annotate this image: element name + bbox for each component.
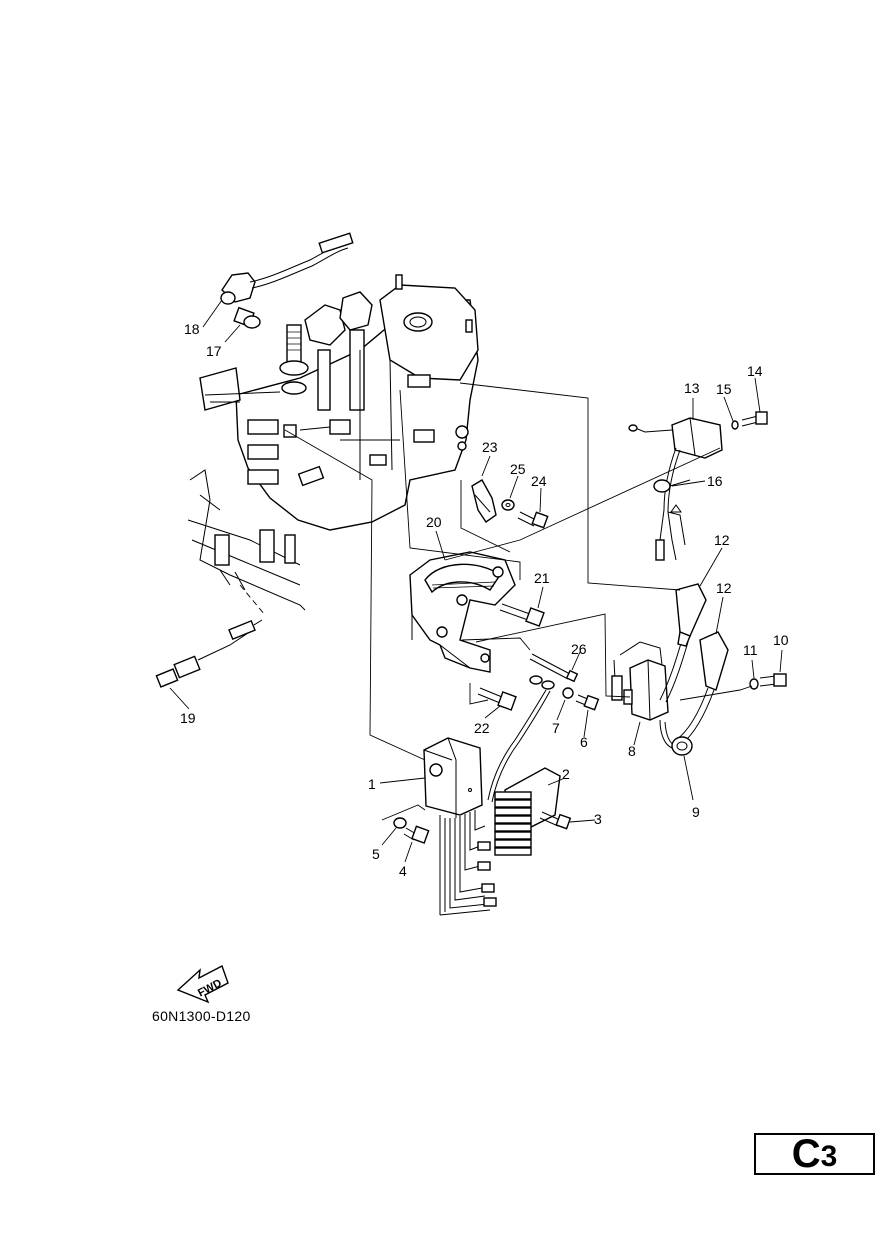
bolt-washer-4-5-part [393, 817, 430, 844]
callout-11: 11 [743, 642, 758, 658]
callout-2: 2 [562, 766, 570, 782]
callout-26: 26 [571, 641, 587, 657]
callout-16: 16 [707, 473, 723, 489]
high-tension-leads-part [659, 583, 729, 749]
temperature-sensor-part [220, 232, 354, 329]
callout-labels: 1 2 3 4 5 6 7 8 9 10 11 12 12 13 14 15 1… [180, 321, 789, 879]
callout-10: 10 [773, 632, 789, 648]
sensor-switch-part [155, 584, 266, 688]
callout-1: 1 [368, 776, 376, 792]
callout-12a: 12 [714, 532, 730, 548]
stator-base-part [409, 551, 516, 673]
engine-block-outline [199, 274, 479, 531]
screw-washer-14-15-part [731, 411, 768, 430]
callout-17: 17 [206, 343, 222, 359]
bolt-washer-10-11-part [749, 673, 787, 690]
ground-lead-part [487, 675, 555, 803]
fwd-arrow-icon: FWD [176, 965, 229, 1004]
callout-8: 8 [628, 743, 636, 759]
clamp-bolt-washer-part [460, 479, 549, 553]
callout-7: 7 [552, 720, 560, 736]
callout-23: 23 [482, 439, 498, 455]
bolt-22-part [477, 687, 517, 711]
lower-casing-outline [187, 469, 306, 611]
bolt-washer-6-7-part [562, 687, 600, 711]
wire-harness-part [439, 810, 497, 916]
page-tab: C 3 [754, 1133, 875, 1175]
callout-15: 15 [716, 381, 732, 397]
connector-stack [494, 791, 532, 856]
callout-leaders [169, 299, 783, 863]
callout-5: 5 [372, 846, 380, 862]
screw-3-part [539, 811, 572, 830]
callout-24: 24 [531, 473, 547, 489]
callout-19: 19 [180, 710, 196, 726]
page-tab-letter: C [791, 1132, 821, 1176]
long-bolt-26-part [529, 653, 579, 683]
callout-9: 9 [692, 804, 700, 820]
assembly-reference-lines [284, 382, 753, 821]
clamp-16-part [653, 479, 691, 493]
grommet-9-part [671, 736, 693, 756]
ignition-coil-part [611, 641, 669, 721]
callout-25: 25 [510, 461, 526, 477]
callout-4: 4 [399, 863, 407, 879]
callout-13: 13 [684, 380, 700, 396]
bolt-21-part [499, 603, 545, 627]
callout-12b: 12 [716, 580, 732, 596]
callout-22: 22 [474, 720, 490, 736]
callout-18: 18 [184, 321, 200, 337]
page-tab-number: 3 [820, 1140, 838, 1173]
callout-20: 20 [426, 514, 442, 530]
cdi-unit-part [423, 737, 483, 818]
charge-coil-part [628, 417, 723, 561]
callout-21: 21 [534, 570, 550, 586]
figure-code: 60N1300-D120 [152, 1008, 251, 1024]
callout-3: 3 [594, 811, 602, 827]
callout-14: 14 [747, 363, 763, 379]
callout-6: 6 [580, 734, 588, 750]
rectifier-block-part [494, 767, 561, 856]
